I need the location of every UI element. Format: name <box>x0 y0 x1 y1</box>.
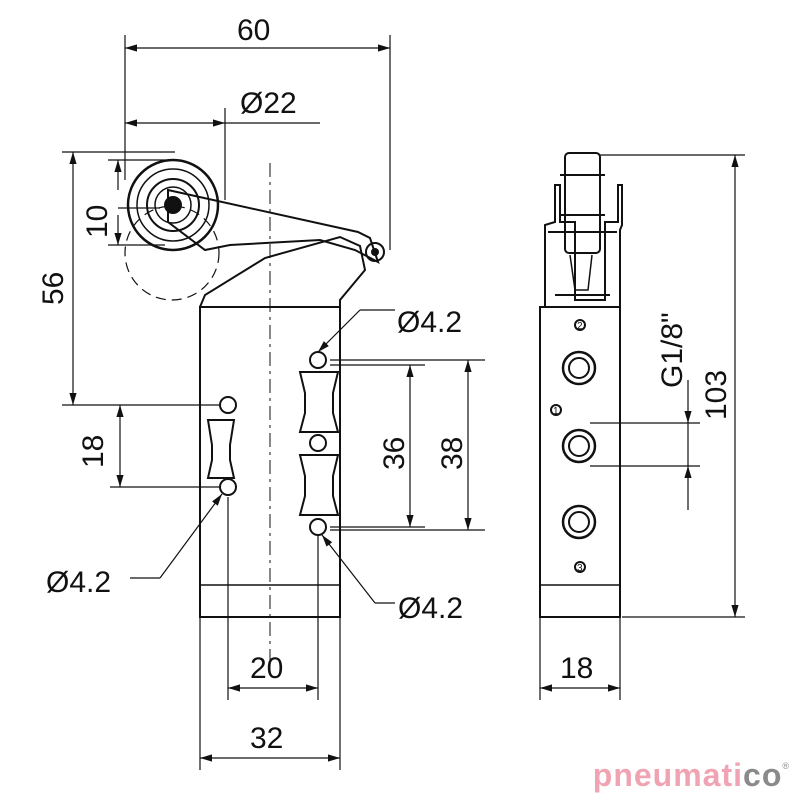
side-dimensions <box>539 154 745 700</box>
dim-20: 20 <box>250 652 283 685</box>
dim-hole-bottom: Ø4.2 <box>398 592 463 625</box>
logo-text-gray: co <box>743 757 783 793</box>
roller <box>126 158 220 252</box>
port-2 <box>561 350 597 386</box>
dim-10: 10 <box>81 205 114 238</box>
roller-actuated-outline <box>124 205 220 301</box>
dim-hole-left: Ø4.2 <box>46 566 111 599</box>
right-hole-bottom <box>309 518 327 536</box>
dim-thread: G1/8" <box>656 312 689 388</box>
dim-32: 32 <box>250 722 283 755</box>
dim-18-side: 18 <box>560 652 593 685</box>
port-label-3: 3 <box>577 563 583 574</box>
dim-36: 36 <box>378 437 411 470</box>
actuator-head <box>199 235 367 308</box>
front-view <box>124 158 385 665</box>
right-slot-lower <box>298 454 340 516</box>
port-1 <box>561 428 597 464</box>
side-head <box>544 184 623 307</box>
right-hole-mid <box>309 434 327 452</box>
left-hole-top <box>219 396 237 414</box>
dim-56: 56 <box>37 272 70 305</box>
pivot-pin <box>365 242 385 262</box>
right-slot-upper <box>298 371 340 433</box>
left-slot <box>206 419 236 479</box>
lever-arm <box>167 188 380 265</box>
side-body <box>539 306 621 618</box>
port-label-2: 2 <box>577 321 583 332</box>
dimension-labels: 60 Ø22 10 56 18 Ø4.2 Ø4.2 Ø4.2 36 38 20 … <box>37 14 733 755</box>
dim-18-left: 18 <box>77 435 110 468</box>
brand-logo: pneumatico® <box>593 757 790 794</box>
front-dimensions <box>62 35 485 770</box>
dim-60: 60 <box>237 14 270 47</box>
dim-hole-top: Ø4.2 <box>397 306 462 339</box>
dim-38: 38 <box>436 437 469 470</box>
dim-103: 103 <box>700 370 733 420</box>
logo-text-pink: pneumati <box>592 757 744 793</box>
port-numbers: 2 1 3 <box>553 321 583 574</box>
registered-mark: ® <box>782 761 790 771</box>
left-hole-bottom <box>219 478 237 496</box>
port-3 <box>561 504 597 540</box>
dim-roller-dia: Ø22 <box>240 87 297 120</box>
side-view <box>539 152 623 618</box>
port-label-1: 1 <box>553 406 559 417</box>
right-hole-top <box>309 351 327 369</box>
side-roller <box>564 152 601 254</box>
